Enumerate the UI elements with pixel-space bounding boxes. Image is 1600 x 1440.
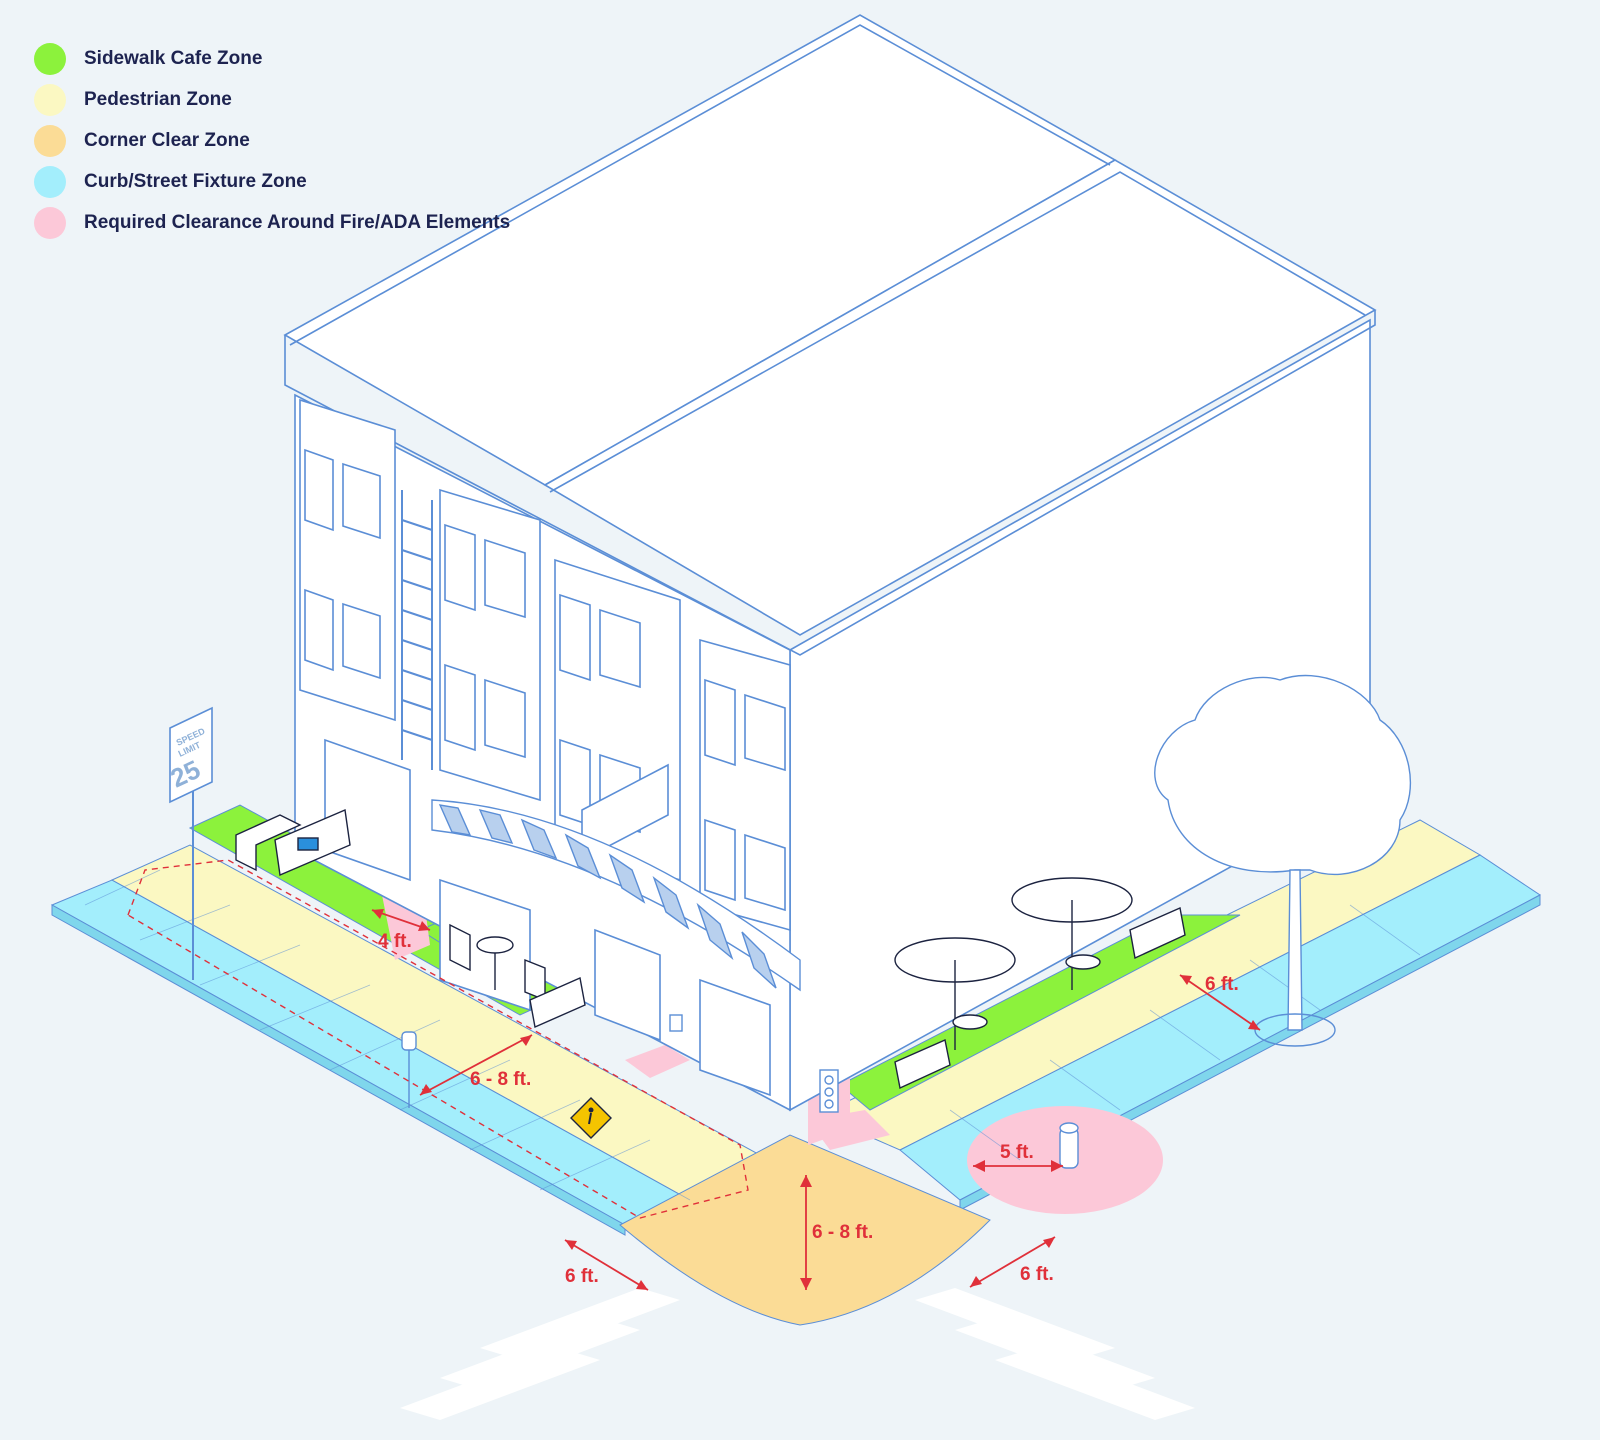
pedestrian-crossing-sign: [570, 1097, 612, 1139]
legend-item-pedestrian: Pedestrian Zone: [34, 79, 510, 120]
dim-4ft-label: 4 ft.: [378, 931, 412, 952]
cafe-furniture-left: [235, 808, 586, 1028]
dim-corner-right-label: 6 ft.: [1020, 1264, 1054, 1285]
curb-face-left: [51, 904, 626, 1236]
parking-meter: [401, 1031, 417, 1108]
dim-corner-depth-label: 6 - 8 ft.: [812, 1222, 873, 1243]
legend-swatch: [34, 83, 66, 116]
legend-item-cafe: Sidewalk Cafe Zone: [34, 38, 510, 79]
legend-item-corner: Corner Clear Zone: [34, 120, 510, 161]
utility-panel: [819, 1069, 839, 1113]
legend-label: Pedestrian Zone: [84, 88, 232, 110]
legend-swatch: [34, 206, 66, 239]
dim-corner-left-label: 6 ft.: [565, 1266, 599, 1287]
dim-tree-label: 6 ft.: [1205, 974, 1239, 995]
ada-button-icon: [669, 1014, 683, 1032]
street-tree: [1154, 674, 1412, 1047]
dim-ped-width-label: 6 - 8 ft.: [470, 1069, 531, 1090]
dim-hydrant-label: 5 ft.: [1000, 1142, 1034, 1163]
legend: Sidewalk Cafe Zone Pedestrian Zone Corne…: [34, 38, 510, 243]
dimension-arrowheads: [372, 909, 1260, 1290]
striped-awning: [431, 799, 801, 992]
legend-swatch: [34, 124, 66, 157]
legend-label: Sidewalk Cafe Zone: [84, 47, 263, 69]
building-front-wall: [294, 393, 791, 1112]
building: [283, 14, 1377, 1112]
legend-label: Curb/Street Fixture Zone: [84, 170, 307, 192]
legend-item-curb: Curb/Street Fixture Zone: [34, 161, 510, 202]
sidewalk-grid: [84, 854, 1481, 1201]
fire-escape-ladder: [401, 490, 433, 770]
legend-swatch: [34, 165, 66, 198]
fire-hydrant: [1059, 1122, 1079, 1169]
cafe-furniture-right: [894, 877, 1186, 1090]
legend-label: Corner Clear Zone: [84, 129, 250, 151]
corner-clear-zone: [619, 1134, 991, 1326]
legend-item-clearance: Required Clearance Around Fire/ADA Eleme…: [34, 202, 510, 243]
pedestrian-path-outline: [127, 859, 749, 1219]
crosswalk: [400, 1288, 1195, 1420]
speed-limit-sign: SPEED LIMIT 25: [166, 706, 213, 980]
legend-label: Required Clearance Around Fire/ADA Eleme…: [84, 211, 511, 233]
legend-swatch: [34, 42, 66, 75]
